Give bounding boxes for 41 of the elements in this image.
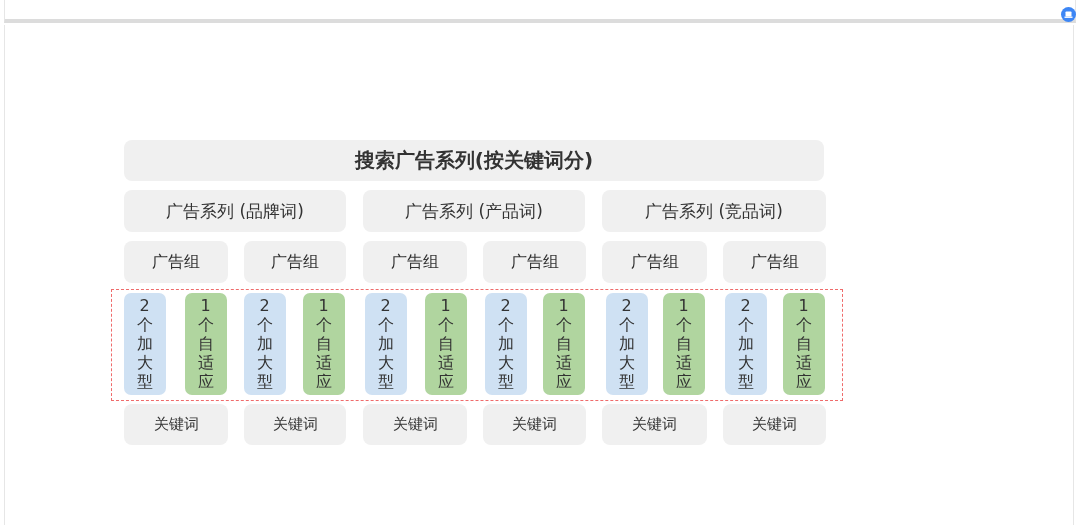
ad-group-label: 广告组 [271, 251, 319, 273]
dashed-group-outline [111, 289, 843, 401]
ad-group-label: 广告组 [152, 251, 200, 273]
ad-box [484, 292, 527, 395]
campaign-label: 广告系列 (竞品词) [645, 199, 783, 223]
keyword-label: 关键词 [392, 415, 438, 434]
ad-label: 1个自适应 [437, 295, 454, 392]
campaign-label: 广告系列 (产品词) [405, 199, 543, 223]
ad-box [302, 292, 345, 395]
ad-box [782, 292, 825, 395]
heading-text: 搜索广告系列(按关键词分) [354, 147, 594, 174]
ad-label: 1个自适应 [675, 295, 692, 392]
ad-label: 2个加大型 [737, 295, 754, 392]
ad-box [542, 292, 585, 395]
campaign-label: 广告系列 (品牌词) [166, 199, 304, 223]
ad-label: 2个加大型 [256, 295, 273, 392]
keyword-label: 关键词 [272, 415, 318, 434]
ad-box [184, 292, 227, 395]
keyword-label: 关键词 [752, 415, 797, 434]
ad-box [123, 292, 166, 395]
ad-group-label: 广告组 [750, 251, 799, 273]
ad-label: 2个加大型 [377, 295, 394, 392]
ad-label: 1个自适应 [555, 295, 572, 392]
ad-box [364, 292, 407, 395]
ad-label: 2个加大型 [497, 295, 514, 392]
ad-label: 1个自适应 [315, 295, 332, 392]
ad-group-label: 广告组 [510, 251, 559, 273]
keyword-label: 关键词 [512, 415, 557, 434]
keyword-label: 关键词 [632, 415, 677, 434]
ad-label: 2个加大型 [618, 295, 635, 392]
ad-label: 2个加大型 [136, 295, 153, 392]
ad-box [605, 292, 648, 395]
ad-box [243, 292, 286, 395]
ad-box [662, 292, 705, 395]
ad-box [724, 292, 767, 395]
ad-label: 1个自适应 [795, 295, 812, 392]
ad-group-label: 广告组 [391, 251, 439, 273]
ad-box [424, 292, 467, 395]
ad-group-label: 广告组 [630, 251, 679, 273]
keyword-label: 关键词 [153, 415, 199, 434]
ad-label: 1个自适应 [197, 295, 214, 392]
